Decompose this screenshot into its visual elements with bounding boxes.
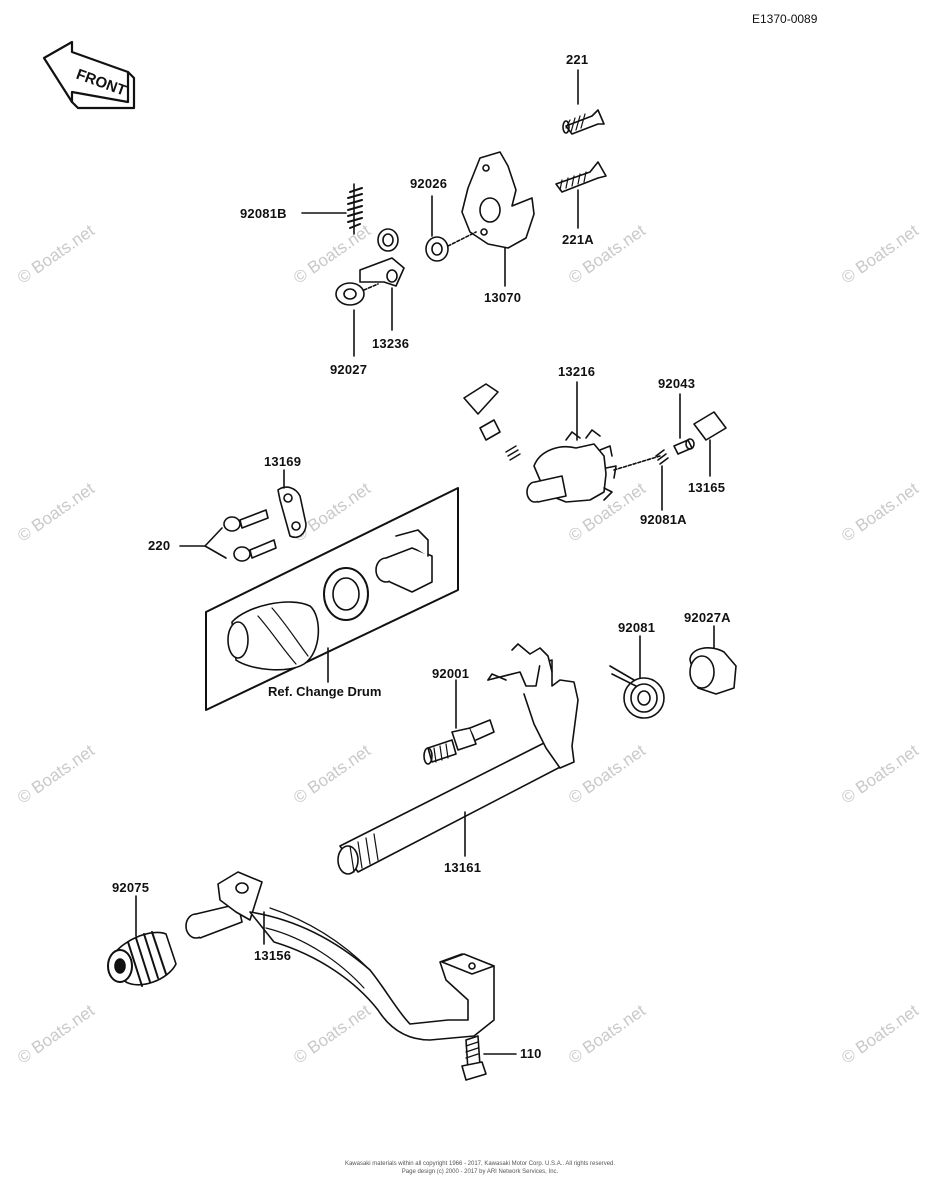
- part-label[interactable]: 13216: [558, 364, 596, 379]
- footer-line-2: Page design (c) 2000 - 2017 by ARI Netwo…: [401, 1169, 559, 1175]
- collar-92027A-icon: [689, 647, 737, 695]
- front-arrow-icon: FRONT: [42, 40, 136, 110]
- spring-92081-icon: [609, 665, 665, 719]
- screws-220-icon: [223, 509, 277, 562]
- part-label[interactable]: 221A: [562, 232, 594, 247]
- bolt-110-icon: [461, 1035, 487, 1081]
- part-label[interactable]: 92081: [618, 620, 656, 635]
- spring-92081B-icon: [347, 183, 363, 235]
- part-label[interactable]: 92026: [410, 176, 448, 191]
- washer-92026-icon: [425, 236, 449, 262]
- plate-13070-icon: [461, 151, 535, 249]
- change-drum-box: [205, 487, 459, 711]
- part-label[interactable]: 13169: [264, 454, 302, 469]
- part-label[interactable]: 92081B: [240, 206, 287, 221]
- sprocket-13216-icon: [463, 383, 617, 503]
- ref-change-drum-label: Ref. Change Drum: [268, 684, 382, 699]
- collar-92027-icon: [335, 282, 379, 306]
- screw-221-icon: [562, 109, 605, 135]
- spring-92081A-icon: [655, 449, 669, 465]
- link-13236-icon: [359, 228, 405, 287]
- footer-line-1: Kawasaki materials within all copyright …: [344, 1161, 616, 1167]
- part-label[interactable]: 110: [520, 1046, 542, 1061]
- part-label[interactable]: 13236: [372, 336, 410, 351]
- part-label[interactable]: 13070: [484, 290, 522, 305]
- pawl-13165-icon: [693, 411, 727, 441]
- part-label[interactable]: 92043: [658, 376, 696, 391]
- plate-13169-icon: [277, 486, 307, 539]
- part-label[interactable]: 221: [566, 52, 589, 67]
- part-label[interactable]: 220: [148, 538, 171, 553]
- part-label[interactable]: 13161: [444, 860, 482, 875]
- pedal-13156-icon: [185, 871, 495, 1041]
- bolt-92001-icon: [423, 719, 495, 765]
- screw-221A-icon: [555, 161, 607, 193]
- part-label[interactable]: 92027: [330, 362, 368, 377]
- diagram-code: E1370-0089: [752, 12, 818, 26]
- shaft-13161-icon: [337, 643, 579, 875]
- part-label[interactable]: 92001: [432, 666, 470, 681]
- part-label[interactable]: 92027A: [684, 610, 731, 625]
- part-label[interactable]: 13165: [688, 480, 726, 495]
- part-label[interactable]: 92081A: [640, 512, 687, 527]
- part-label[interactable]: 92075: [112, 880, 150, 895]
- copyright-footer: Kawasaki materials within all copyright …: [330, 1160, 630, 1176]
- part-label[interactable]: 13156: [254, 948, 292, 963]
- rubber-92075-icon: [107, 931, 177, 987]
- pin-92043-icon: [673, 438, 695, 455]
